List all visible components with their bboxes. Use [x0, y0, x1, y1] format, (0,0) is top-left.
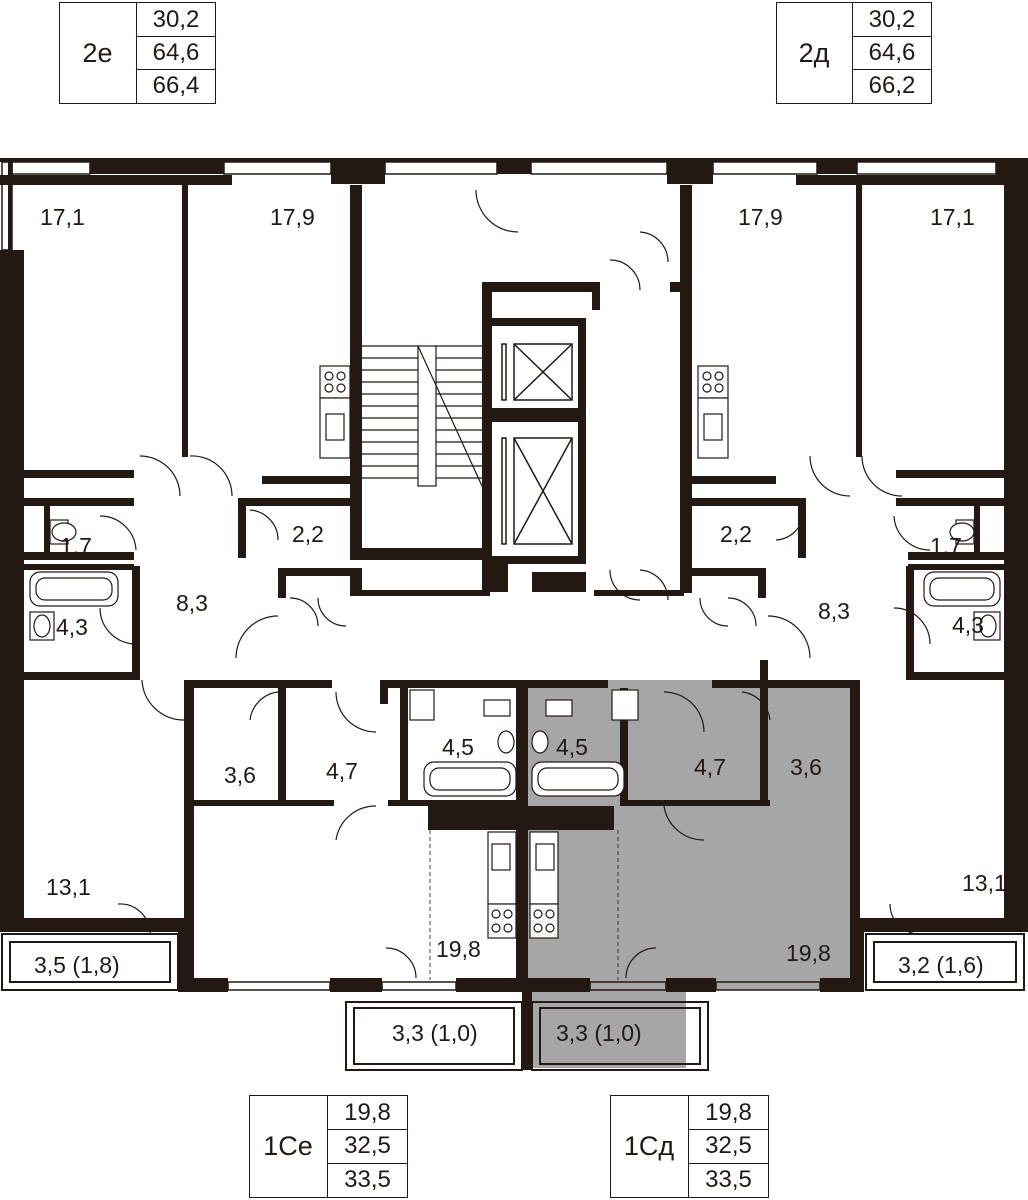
balcony-area-right: 3,2 (1,6) — [898, 952, 984, 978]
door-swings — [99, 189, 931, 979]
apartment-code: 2е — [82, 37, 113, 68]
apartment-code: 1Сд — [623, 1131, 675, 1161]
room-area-right-bath: 4,3 — [952, 612, 984, 638]
room-area-center-hall-left: 4,7 — [326, 758, 358, 784]
total-area-value: 64,6 — [853, 36, 931, 69]
room-area-left-wc: 1,7 — [60, 533, 92, 559]
apartment-1Ce-summary: 1Се 19,8 32,5 33,5 — [249, 1095, 408, 1198]
interior-walls — [24, 185, 1006, 980]
stair-treads — [362, 345, 483, 487]
room-area-left-hall: 8,3 — [176, 590, 208, 616]
room-area-center-bath-left: 4,5 — [442, 734, 474, 760]
total-area-value: 64,6 — [137, 36, 215, 69]
balcony-area-center-right: 3,3 (1,0) — [556, 1020, 642, 1046]
room-area-center-hall-right: 4,7 — [694, 754, 726, 780]
room-area-studio-left: 19,8 — [436, 936, 481, 962]
balconies — [1, 933, 1025, 1071]
room-area-center-storage-right: 3,6 — [790, 754, 822, 780]
elevators — [501, 343, 573, 545]
total-area-with-balcony-value: 33,5 — [328, 1162, 407, 1196]
floor-plan — [0, 158, 1028, 1071]
window-frames — [1, 161, 997, 991]
living-area-value: 19,8 — [344, 1098, 391, 1126]
room-area-left-bath: 4,3 — [56, 614, 88, 640]
dashed-zone-lines — [429, 830, 619, 980]
room-area-tl-bedroom: 17,1 — [40, 204, 85, 230]
apartment-code: 1Се — [263, 1131, 313, 1161]
total-area-value: 32,5 — [328, 1129, 407, 1162]
balcony-area-left: 3,5 (1,8) — [34, 952, 120, 978]
room-area-right-hall: 8,3 — [818, 598, 850, 624]
room-area-center-storage-left: 3,6 — [224, 762, 256, 788]
room-area-left-bedroom: 13,1 — [46, 874, 91, 900]
room-area-right-bedroom: 13,1 — [962, 870, 1007, 896]
apartment-1Cd-summary: 1Сд 19,8 32,5 33,5 — [610, 1095, 769, 1198]
total-area-with-balcony-value: 33,5 — [689, 1162, 768, 1196]
total-area-value: 32,5 — [689, 1129, 768, 1162]
room-area-studio-right: 19,8 — [786, 940, 831, 966]
room-area-tr2-bedroom: 17,9 — [738, 204, 783, 230]
fixtures — [29, 365, 1001, 939]
room-area-right-storage: 2,2 — [720, 521, 752, 547]
apartment-2d-summary: 2д 30,2 64,6 66,2 — [776, 2, 932, 104]
living-area-value: 19,8 — [705, 1098, 752, 1126]
living-area-value: 30,2 — [868, 5, 916, 33]
total-area-with-balcony-value: 66,4 — [137, 69, 215, 102]
room-area-right-wc: 1,7 — [930, 533, 962, 559]
balcony-area-center-left: 3,3 (1,0) — [392, 1020, 478, 1046]
room-area-tl2-bedroom: 17,9 — [270, 204, 315, 230]
living-area-value: 30,2 — [152, 5, 200, 33]
total-area-with-balcony-value: 66,2 — [853, 69, 931, 102]
room-area-tr-bedroom: 17,1 — [930, 204, 975, 230]
room-area-left-storage: 2,2 — [292, 521, 324, 547]
exterior-walls — [0, 158, 1028, 1070]
apartment-code: 2д — [798, 37, 830, 68]
apartment-2e-summary: 2е 30,2 64,6 66,4 — [59, 2, 216, 104]
room-area-center-bath-right: 4,5 — [556, 734, 588, 760]
